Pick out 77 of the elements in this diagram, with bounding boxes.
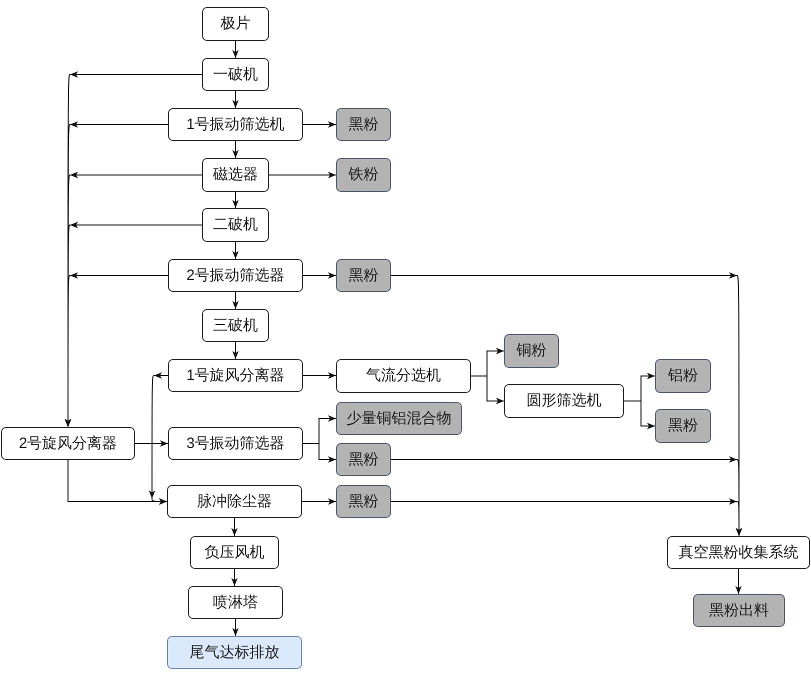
- box-label: 铝粉: [668, 367, 698, 385]
- process-box: [190, 536, 279, 569]
- arrow: [735, 568, 742, 594]
- box-label: 黑粉: [668, 417, 698, 435]
- arrow: [231, 518, 238, 536]
- process-box: [202, 7, 269, 41]
- material-box: [336, 158, 391, 192]
- box-label: 一破机: [213, 66, 258, 84]
- box-label: 尾气达标排放: [190, 644, 280, 662]
- process-box: [202, 158, 269, 192]
- arrow: [302, 443, 336, 463]
- arrow: [232, 342, 239, 360]
- box-label: 二破机: [213, 216, 258, 234]
- material-box: [336, 108, 391, 141]
- arrow: [470, 376, 504, 404]
- box-label: 1号旋风分离器: [186, 366, 285, 384]
- arrow: [302, 372, 336, 379]
- arrow: [148, 372, 168, 505]
- box-label: 磁选器: [213, 166, 258, 184]
- box-label: 铁粉: [348, 166, 378, 184]
- material-box: [336, 443, 391, 476]
- process-box: [202, 208, 269, 242]
- arrow: [64, 272, 168, 428]
- arrow: [302, 272, 336, 279]
- material-box: [504, 334, 559, 368]
- box-label: 真空黑粉收集系统: [678, 544, 798, 562]
- arrow: [232, 40, 239, 58]
- arrow: [134, 440, 168, 447]
- arrow: [232, 192, 239, 208]
- material-box: [336, 402, 462, 435]
- box-label: 黑粉: [348, 450, 378, 468]
- process-box: [168, 359, 303, 392]
- arrow: [624, 400, 656, 430]
- box-label: 负压风机: [204, 544, 264, 562]
- material-box: [336, 259, 391, 292]
- material-box: [693, 594, 785, 627]
- arrow: [232, 292, 239, 310]
- process-box: [167, 485, 302, 518]
- process-box: [188, 586, 283, 619]
- material-box: [336, 485, 391, 518]
- process-box: [202, 309, 269, 342]
- box-label: 黑粉: [348, 492, 378, 510]
- process-box: [168, 427, 303, 460]
- box-label: 喷淋塔: [213, 594, 258, 612]
- arrow: [232, 618, 239, 636]
- arrow: [232, 140, 239, 158]
- box-label: 铜粉: [516, 342, 546, 360]
- arrow: [302, 121, 336, 128]
- process-box: [168, 259, 303, 292]
- arrow: [390, 498, 742, 536]
- arrow: [302, 498, 336, 505]
- box-label: 少量铜铝混合物: [346, 410, 452, 428]
- box-label: 极片: [220, 15, 250, 33]
- box-label: 圆形筛选机: [526, 392, 602, 410]
- process-box: [202, 58, 269, 91]
- discharge-box: [167, 636, 302, 669]
- box-label: 2号振动筛选器: [186, 266, 285, 284]
- process-box: [336, 359, 471, 393]
- arrow: [231, 568, 238, 586]
- box-label: 3号振动筛选器: [186, 434, 285, 452]
- box-label: 黑粉: [348, 116, 378, 134]
- process-box: [1, 427, 135, 460]
- box-label: 气流分选机: [366, 367, 441, 385]
- box-label: 黑粉出料: [709, 602, 769, 620]
- arrow: [232, 90, 239, 108]
- process-box: [504, 384, 624, 418]
- process-box: [168, 108, 303, 141]
- material-box: [655, 359, 711, 393]
- box-label: 1号振动筛选机: [186, 116, 285, 134]
- arrow: [268, 172, 336, 178]
- arrow: [232, 242, 239, 260]
- box-label: 黑粉: [348, 266, 378, 284]
- box-label: 2号旋风分离器: [18, 434, 118, 452]
- box-label: 三破机: [213, 316, 258, 334]
- process-box: [667, 536, 810, 569]
- material-box: [655, 409, 711, 443]
- box-label: 脉冲除尘器: [197, 492, 272, 510]
